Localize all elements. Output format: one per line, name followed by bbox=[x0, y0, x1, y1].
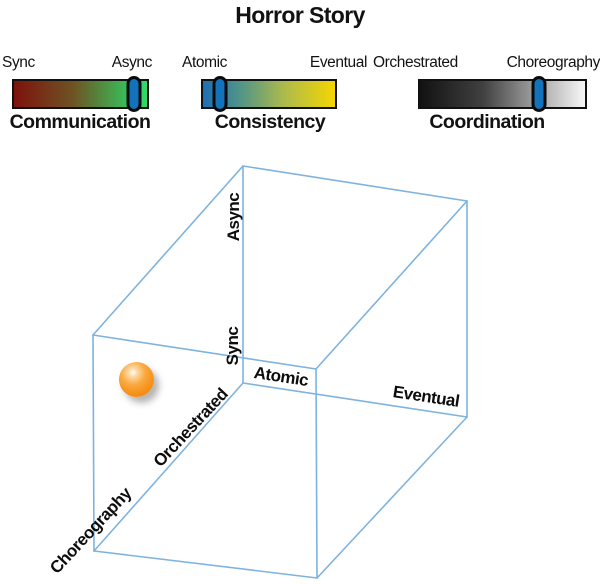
coordination-slider-group: Orchestrated Choreography Coordination bbox=[370, 54, 600, 138]
coordination-left-label: Orchestrated bbox=[373, 54, 458, 71]
communication-slider-handle[interactable] bbox=[126, 76, 142, 112]
coordination-slider-track[interactable] bbox=[418, 76, 587, 112]
communication-left-label: Sync bbox=[2, 54, 35, 71]
cube-edge-back-top bbox=[92, 334, 317, 370]
cube-edge-left-vertical bbox=[92, 334, 95, 552]
communication-slider-group: Sync Async Communication bbox=[0, 54, 160, 138]
cube-label-async: Async bbox=[224, 192, 243, 242]
coordination-slider-name: Coordination bbox=[429, 111, 545, 133]
figure-title: Horror Story bbox=[235, 2, 365, 28]
cube-edge-center-vertical bbox=[315, 368, 318, 579]
cube-edge-bottom-left bbox=[93, 550, 318, 579]
cube-edge-back-upper bbox=[315, 200, 468, 370]
axis-edge-orchestrated-choreography bbox=[93, 382, 244, 552]
consistency-slider-name: Consistency bbox=[214, 111, 326, 133]
communication-slider-name: Communication bbox=[9, 111, 151, 133]
communication-slider-track[interactable] bbox=[12, 76, 149, 112]
consistency-slider-group: Atomic Eventual Consistency bbox=[180, 54, 370, 138]
coordination-right-label: Choreography bbox=[506, 54, 600, 71]
cube-edge-top-right bbox=[242, 165, 468, 202]
consistency-slider-track[interactable] bbox=[201, 76, 337, 112]
consistency-left-label: Atomic bbox=[182, 54, 227, 71]
cube-label-sync: Sync bbox=[223, 326, 242, 366]
data-point-sphere bbox=[119, 362, 154, 397]
coordination-slider-handle[interactable] bbox=[531, 76, 547, 112]
consistency-slider-handle[interactable] bbox=[212, 76, 228, 112]
axis-edge-atomic-eventual bbox=[242, 382, 468, 418]
consistency-right-label: Eventual bbox=[309, 54, 368, 71]
communication-right-label: Async bbox=[111, 54, 153, 71]
cube-edge-top-left bbox=[92, 165, 244, 336]
cube-edge-bottom-right bbox=[316, 416, 468, 579]
